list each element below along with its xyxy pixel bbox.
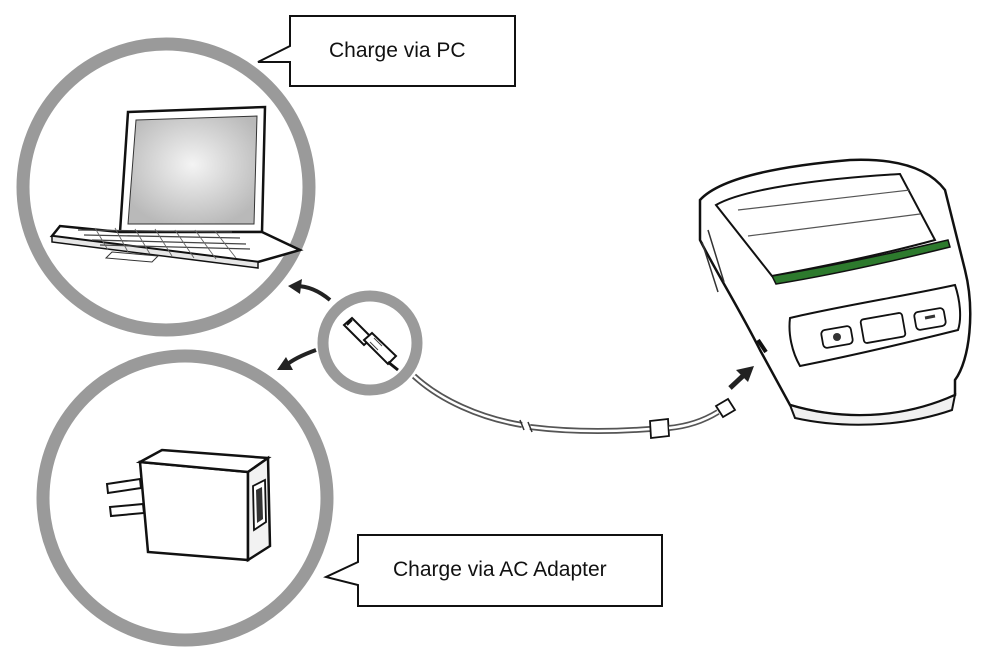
- arrow-to-printer-icon: [728, 366, 754, 390]
- callout-adapter-bubble: [323, 534, 663, 607]
- label-printer-icon: [698, 158, 972, 426]
- arrow-to-laptop-icon: [288, 279, 332, 302]
- arrow-to-adapter-icon: [277, 348, 317, 370]
- laptop-icon: [49, 105, 304, 269]
- callout-adapter-label: Charge via AC Adapter: [393, 558, 607, 581]
- usb-cable-icon: [342, 316, 399, 372]
- ac-adapter-icon: [105, 448, 272, 563]
- callout-pc-bubble: [257, 15, 516, 87]
- usb-cable-line: [411, 373, 737, 439]
- callout-pc-label: Charge via PC: [329, 39, 466, 62]
